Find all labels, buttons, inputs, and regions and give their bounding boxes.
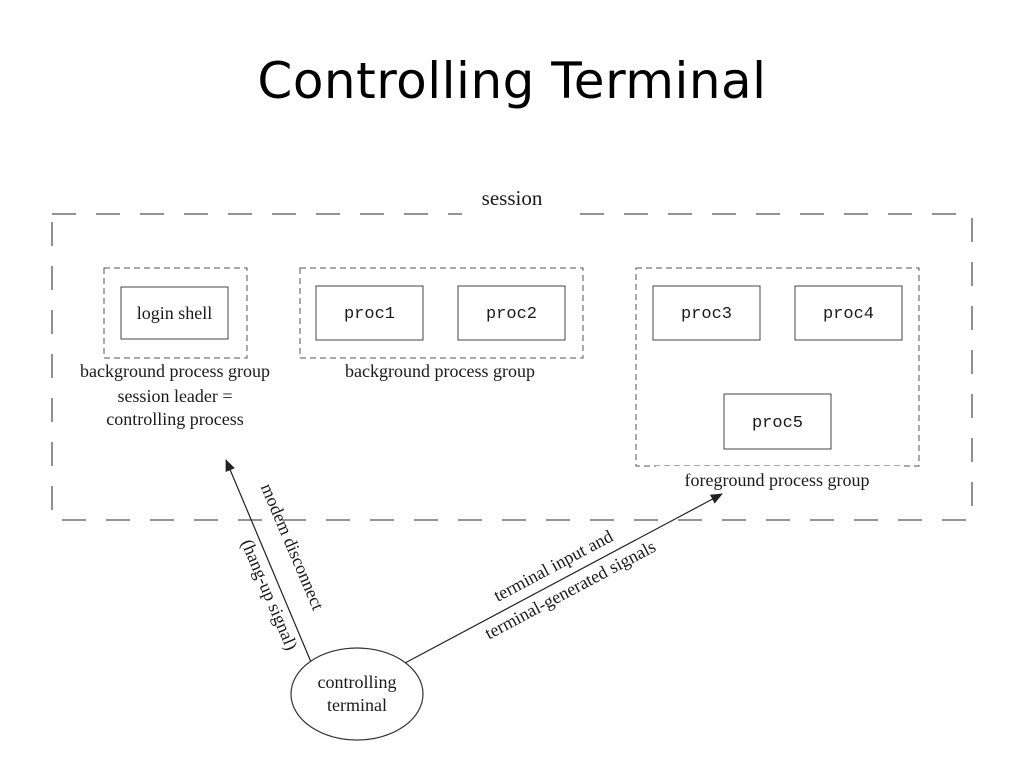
hangup-arrow [225,459,312,663]
proc4-box [794,285,903,341]
background-group-label: background process group [345,361,535,381]
session-leader-label: session leader = [117,386,232,406]
controlling-terminal-node [290,647,424,741]
controlling-process-label: controlling process [106,409,243,429]
terminal-label-line1: controlling [318,672,397,692]
proc2-box [457,285,566,341]
proc5-box [723,393,832,450]
proc5-label: proc5 [752,414,803,433]
proc1-label: proc1 [344,305,395,324]
login-shell-box [120,286,229,340]
terminal-input-arrow [404,493,723,664]
foreground-group-label: foreground process group [685,470,870,490]
proc3-label: proc3 [681,305,732,324]
terminal-label-line2: terminal [327,695,387,715]
proc3-box [652,285,761,341]
login-shell-label: login shell [137,303,213,323]
login-group-label: background process group [80,361,270,381]
session-label: session [482,186,543,210]
page-title: Controlling Terminal [257,52,767,110]
proc2-label: proc2 [486,305,537,324]
login-process-group [103,267,248,359]
background-process-group [299,267,584,359]
proc4-label: proc4 [823,305,874,324]
proc1-box [315,285,424,341]
